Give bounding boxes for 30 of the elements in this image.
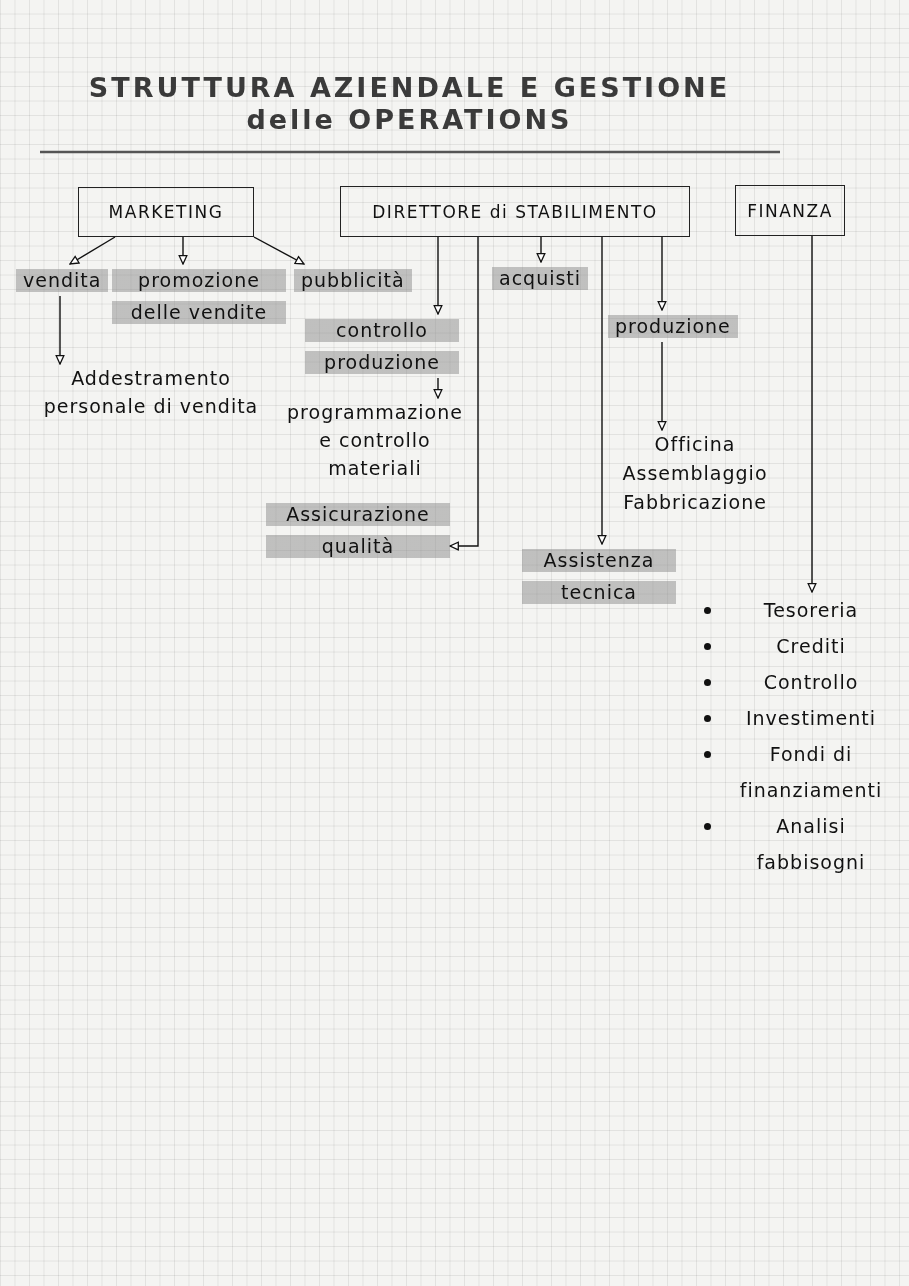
text-label: Fabbricazione [623,490,767,515]
department-box [340,186,690,237]
title: STRUTTURA AZIENDALE E GESTIONE delle OPERATIONS [87,72,732,136]
arrow [807,235,817,593]
list-item-text: Analisi fabbisogni [755,814,867,875]
arrow [657,341,667,431]
arrow [69,236,116,265]
arrow [657,236,667,311]
list-item-text: Fondi di finanziamenti [738,742,884,803]
text-label: Officina [654,432,736,457]
arrow [253,236,305,265]
arrow [433,236,443,315]
box-label: FINANZA [747,200,833,221]
arrow [597,236,607,545]
arrow [55,295,65,365]
text-label: programmazione e controllo materiali [285,398,465,482]
arrow [536,236,546,263]
arrow [178,236,188,265]
list-item-text: Tesoreria [763,598,859,623]
list-item-text: Controllo [763,670,859,695]
arrow [449,236,479,551]
department-box [735,185,845,236]
list-item-text: Investimenti [745,706,877,731]
box-label: DIRETTORE di STABILIMENTO [372,201,658,222]
department-box [78,187,254,237]
text-label: Assemblaggio [622,461,768,486]
box-label: MARKETING [108,202,224,222]
list-item-text: Crediti [776,634,846,659]
arrow [433,377,443,399]
text-label: Addestramento personale di vendita [26,364,276,420]
